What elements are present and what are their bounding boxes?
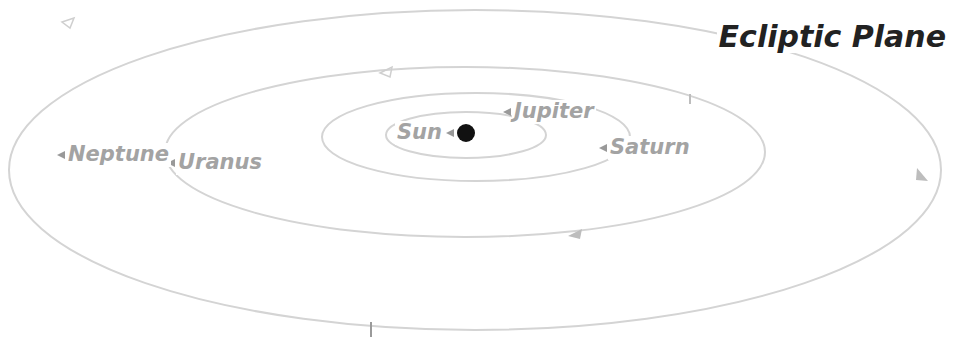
label-pointer [599, 144, 607, 152]
star-label: Sun [395, 121, 444, 144]
label-pointer [503, 108, 511, 116]
planet-label: Saturn [608, 136, 692, 159]
orbit-arrowhead [916, 168, 928, 181]
planet-label: Uranus [176, 151, 264, 174]
tick-mark [370, 322, 372, 337]
planet-label: Jupiter [512, 100, 596, 123]
sun-dot [457, 124, 475, 142]
saturn-orbit [322, 93, 630, 181]
diagram-title: Ecliptic Plane [717, 20, 948, 53]
planet-label: Neptune [66, 143, 171, 166]
orbit-arrowhead [568, 229, 582, 239]
orbit-arrowhead [62, 18, 74, 28]
orbit-arrowhead [380, 67, 392, 77]
uranus-orbit [165, 67, 765, 237]
label-pointer [446, 129, 454, 137]
neptune-orbit [9, 10, 941, 330]
label-pointer [57, 151, 65, 159]
tick-mark [689, 94, 691, 104]
